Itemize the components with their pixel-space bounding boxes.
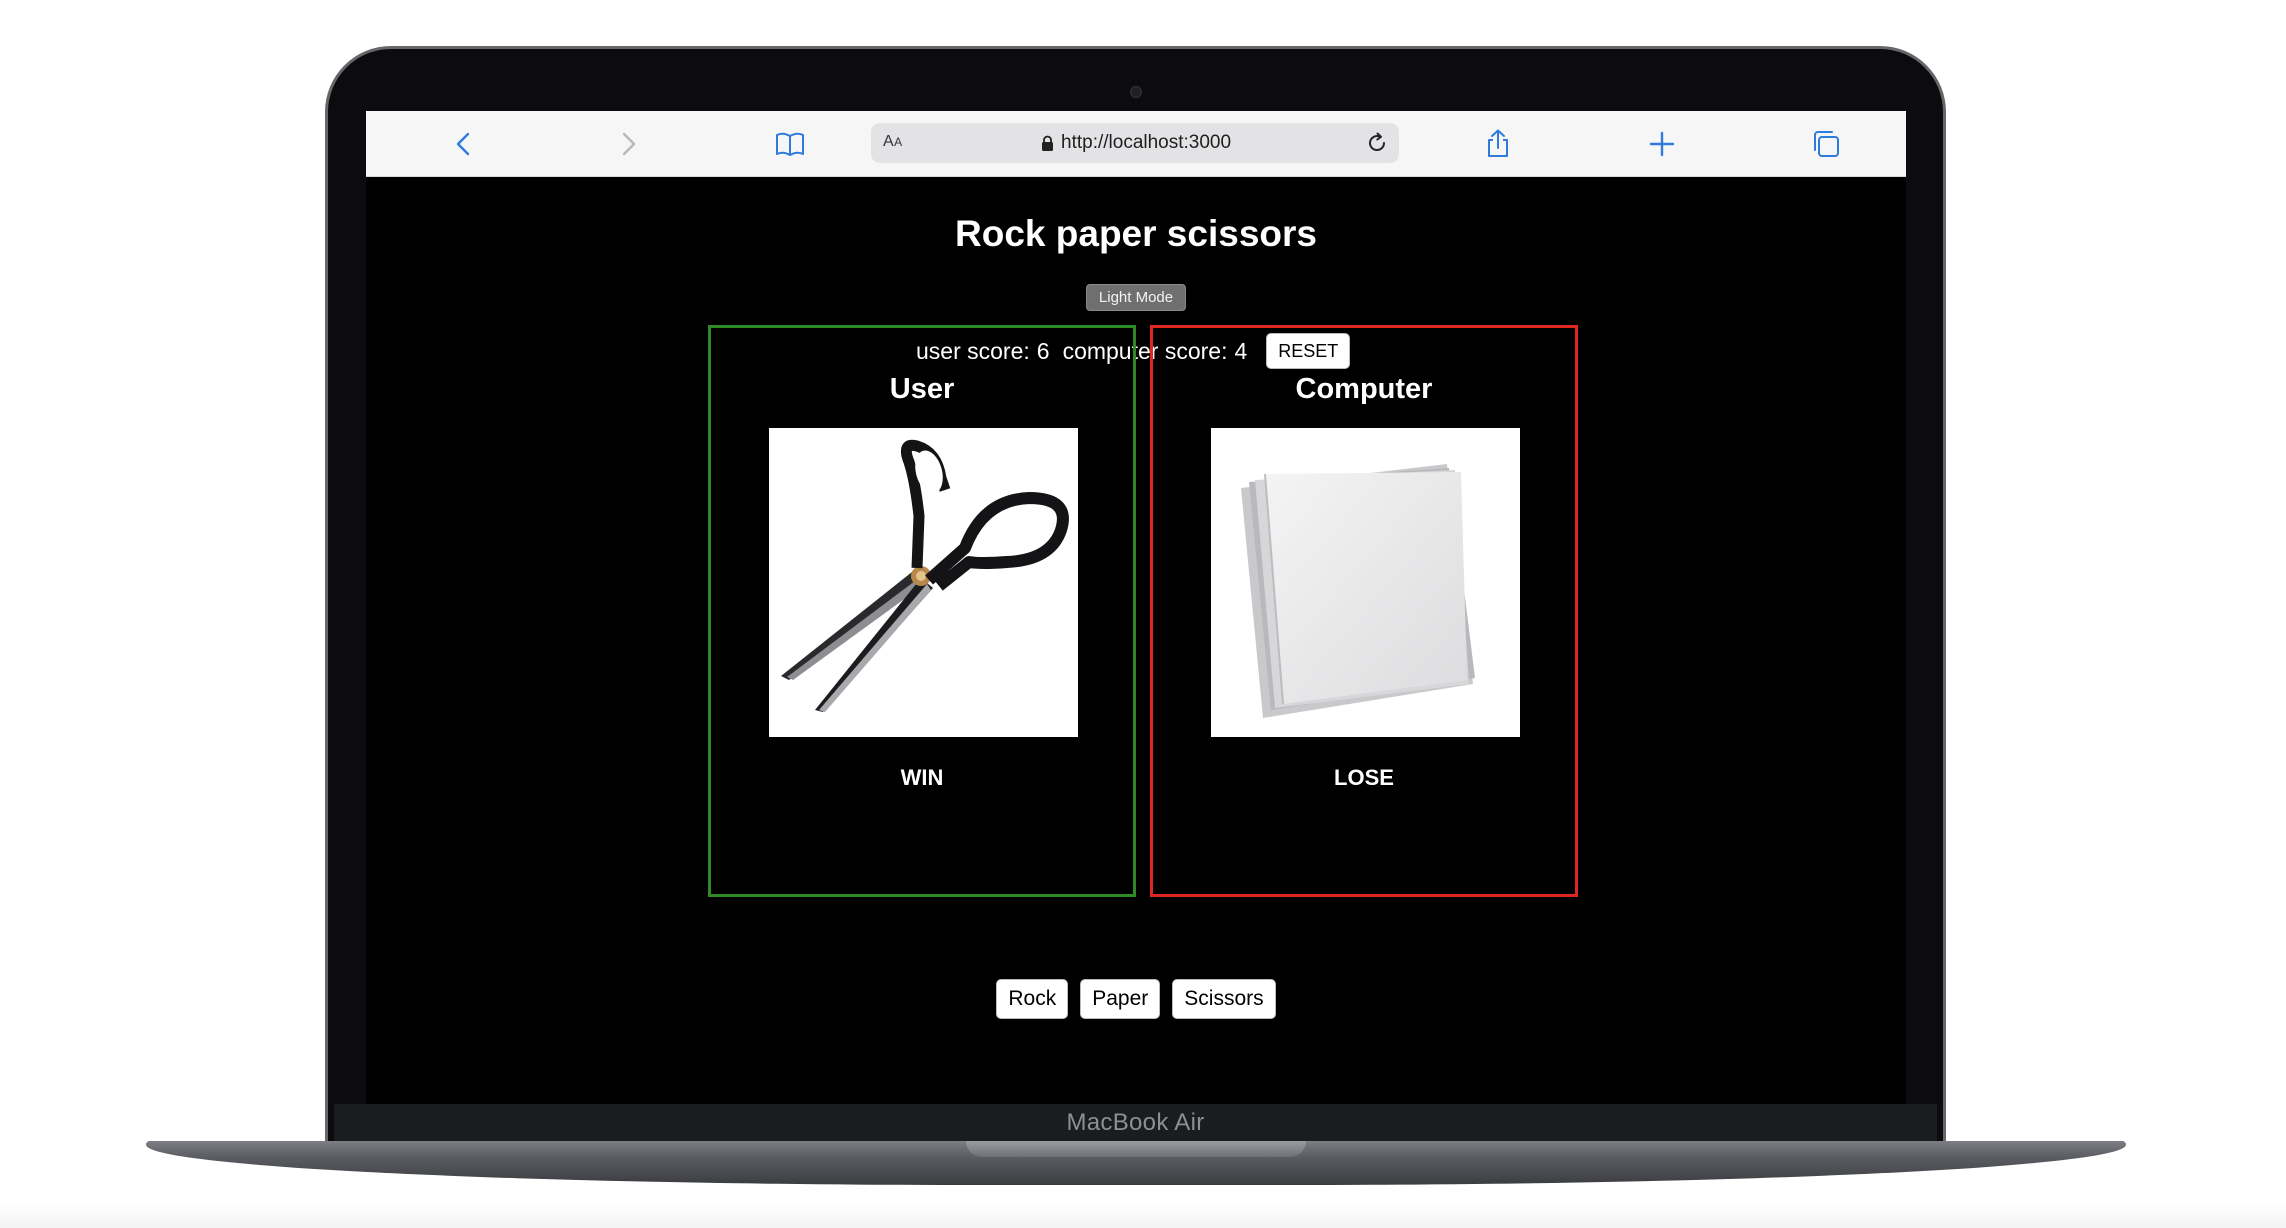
rock-button[interactable]: Rock [996,979,1069,1019]
tabs-overview-icon[interactable] [1810,128,1842,160]
computer-score-value: 4 [1234,337,1248,364]
laptop-hinge-notch [966,1141,1306,1157]
new-tab-icon[interactable] [1646,128,1678,160]
url-text: http://localhost:3000 [1061,132,1232,153]
reset-button[interactable]: RESET [1266,333,1351,369]
choice-buttons: Rock Paper Scissors [366,979,1906,1019]
scissors-icon [769,428,1078,737]
browser-window: AA http://localhost:3000 Rock paper scis… [366,111,1906,1104]
score-row: user score: 6 computer score: 4 RESET [916,333,1351,369]
reload-icon[interactable] [1365,131,1389,155]
user-card: User WIN [708,325,1136,897]
user-card-title: User [889,373,955,405]
paper-button[interactable]: Paper [1080,979,1161,1019]
back-icon[interactable] [448,128,480,160]
address-bar[interactable]: AA http://localhost:3000 [871,123,1399,163]
user-result: WIN [900,765,944,790]
url-display[interactable]: http://localhost:3000 [1041,132,1231,154]
reader-text-size-button[interactable]: AA [883,133,903,150]
paper-icon [1211,428,1520,737]
user-score-value: 6 [1036,337,1050,364]
share-icon[interactable] [1482,128,1514,160]
computer-card-title: Computer [1295,373,1433,405]
computer-score-label: computer score: [1062,337,1228,364]
laptop-chin: MacBook Air [334,1104,1937,1142]
light-mode-toggle-button[interactable]: Light Mode [1086,284,1186,311]
device-label: MacBook Air [1066,1109,1205,1136]
lock-icon [1041,135,1054,152]
computer-result: LOSE [1334,765,1394,790]
floor [0,1204,2286,1228]
browser-toolbar: AA http://localhost:3000 [366,111,1906,177]
bookmarks-icon[interactable] [774,128,806,160]
scissors-button[interactable]: Scissors [1172,979,1276,1019]
forward-icon[interactable] [612,128,644,160]
user-score-label: user score: [916,337,1030,364]
page-title: Rock paper scissors [955,213,1317,254]
camera-icon [1130,86,1142,98]
computer-card: Computer LOSE [1150,325,1578,897]
